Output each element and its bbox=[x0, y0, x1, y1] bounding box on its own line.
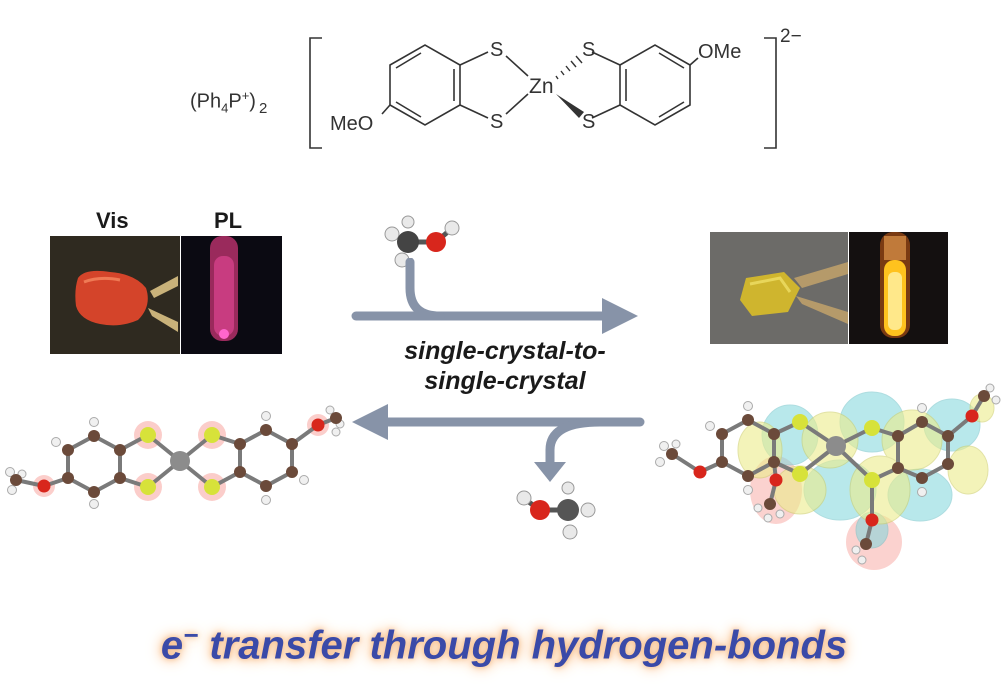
methanol-bottom-model bbox=[516, 481, 596, 540]
sulfur-atom bbox=[140, 427, 156, 443]
forward-arrowhead bbox=[602, 298, 638, 334]
title-text: transfer through hydrogen-bonds bbox=[198, 623, 848, 668]
electron-transfer-title: e− transfer through hydrogen-bonds bbox=[0, 620, 1008, 668]
right-benzene-ring bbox=[619, 44, 691, 126]
methoxy-left-label: MeO bbox=[330, 113, 373, 135]
left-molecular-model bbox=[5, 405, 345, 509]
sulfur-atom bbox=[204, 479, 220, 495]
sulfur-atom bbox=[140, 479, 156, 495]
methanol-oxygen bbox=[426, 232, 446, 252]
methanol-carbon bbox=[557, 499, 579, 521]
oxygen-atom bbox=[965, 409, 979, 423]
sulfur-label: S bbox=[582, 39, 595, 61]
right-molecular-model-orbitals bbox=[655, 383, 1001, 570]
oxygen-atom bbox=[693, 465, 707, 479]
zinc-atom bbox=[826, 436, 846, 456]
process-line-1: single-crystal-to- bbox=[404, 337, 606, 365]
sulfur-atom bbox=[864, 472, 880, 488]
right-bracket bbox=[764, 37, 777, 149]
wedge-bond bbox=[556, 94, 584, 118]
process-arrows bbox=[351, 258, 645, 482]
right-crystal-photos bbox=[710, 232, 948, 344]
electron-symbol: e bbox=[160, 623, 184, 668]
process-line-2: single-crystal bbox=[424, 367, 586, 395]
process-label: single-crystal-to- single-crystal bbox=[340, 336, 670, 396]
methoxy-right-label: OMe bbox=[698, 41, 741, 63]
counterion-label: (Ph4P+)2 bbox=[190, 88, 268, 117]
oxygen-atom bbox=[865, 513, 879, 527]
left-crystal-photos bbox=[50, 236, 282, 354]
sulfur-atom bbox=[792, 466, 808, 482]
zinc-label: Zn bbox=[529, 75, 554, 98]
sulfur-atom bbox=[204, 427, 220, 443]
charge-label: 2− bbox=[780, 26, 802, 47]
reverse-arrowhead bbox=[352, 404, 388, 440]
sulfur-label: S bbox=[490, 111, 503, 133]
methanol-top-model bbox=[384, 215, 460, 268]
oxygen-atom bbox=[311, 418, 325, 432]
sulfur-atom bbox=[792, 414, 808, 430]
sulfur-label: S bbox=[490, 39, 503, 61]
vis-label: Vis bbox=[96, 208, 129, 233]
oxygen-atom bbox=[769, 473, 783, 487]
left-bracket bbox=[309, 37, 322, 149]
forward-arrow bbox=[351, 258, 615, 321]
sulfur-atom bbox=[864, 420, 880, 436]
left-benzene-ring bbox=[389, 44, 461, 126]
red-crystal bbox=[75, 270, 148, 326]
electron-charge: − bbox=[183, 620, 199, 650]
sulfur-label: S bbox=[582, 111, 595, 133]
oxygen-atom bbox=[37, 479, 51, 493]
hashed-bond bbox=[555, 55, 583, 80]
methanol-carbon bbox=[397, 231, 419, 253]
zinc-dithiolate-structure: S S S S Zn MeO OMe 2− bbox=[309, 26, 802, 149]
methanol-oxygen bbox=[530, 500, 550, 520]
zinc-atom bbox=[170, 451, 190, 471]
pl-label: PL bbox=[214, 208, 243, 233]
reverse-arrow bbox=[375, 417, 645, 475]
